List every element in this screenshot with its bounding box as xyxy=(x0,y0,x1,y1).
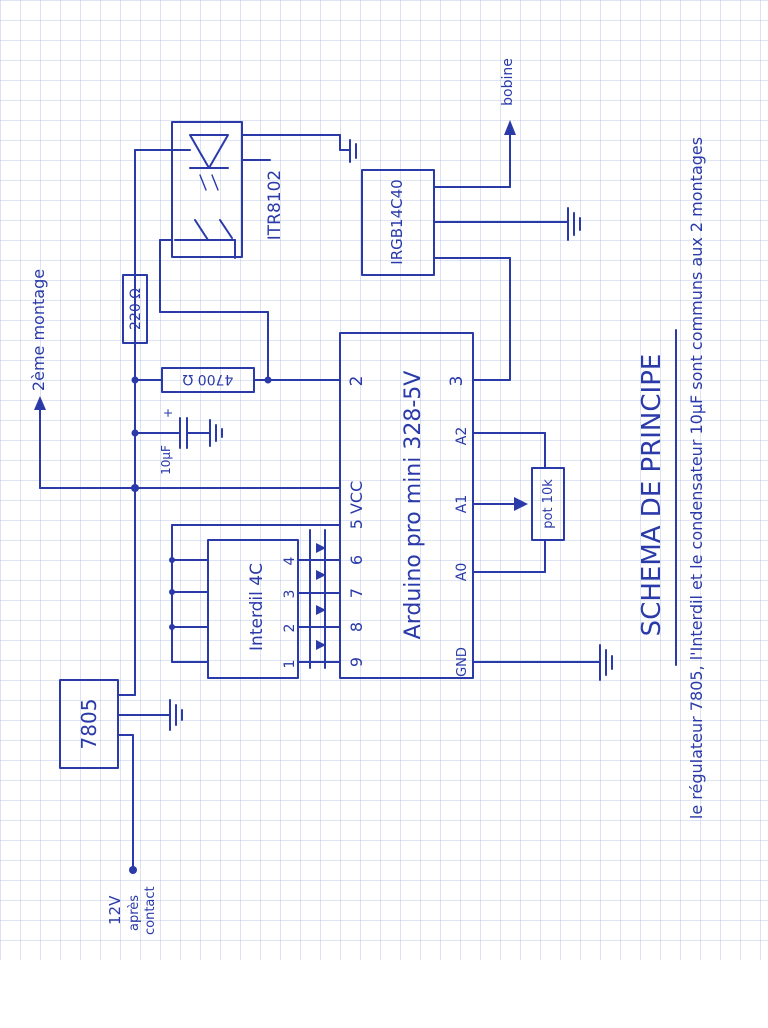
interdil-pin-4: 4 xyxy=(282,556,298,565)
optocoupler-block xyxy=(122,121,357,381)
schematic-title: SCHEMA DE PRINCIPE xyxy=(637,354,667,637)
pot-label: pot 10k xyxy=(541,479,556,529)
arduino-block xyxy=(34,332,613,681)
capacitor-and-r4700 xyxy=(131,269,341,449)
regulator-7805 xyxy=(59,679,119,769)
itr8102-box xyxy=(171,121,243,258)
r4700-label: 4700 Ω xyxy=(182,371,233,387)
supply-line-3: contact xyxy=(143,886,158,935)
arduino-pin-a1: A1 xyxy=(454,495,470,513)
arduino-pin-9: 9 xyxy=(347,657,366,667)
arduino-pin-5vcc: 5 VCC xyxy=(347,481,366,530)
interdil-pin-1: 1 xyxy=(282,660,298,669)
r220-label: 220 Ω xyxy=(128,288,144,330)
arduino-pin-7: 7 xyxy=(347,588,366,598)
supply-line-1: 12V xyxy=(106,895,124,925)
arduino-pin-3: 3 xyxy=(447,376,467,387)
arduino-pin-8: 8 xyxy=(347,622,366,632)
arduino-pin-6: 6 xyxy=(347,555,366,565)
arduino-pin-gnd: GND xyxy=(455,647,470,677)
supply-line-2: après xyxy=(127,895,142,931)
capacitor-plus-label: + xyxy=(161,408,175,418)
capacitor-label: 10µF xyxy=(159,445,173,475)
optocoupler-label: ITR8102 xyxy=(265,170,285,240)
interdil-4c-box xyxy=(207,539,299,679)
supply-label: 12V après contact xyxy=(106,886,158,935)
arduino-pin-a2: A2 xyxy=(454,427,470,445)
arduino-pin-a0: A0 xyxy=(454,563,470,581)
interdil-pin-2: 2 xyxy=(282,624,298,633)
second-montage-label: 2ème montage xyxy=(29,269,48,391)
irgb-block xyxy=(361,120,581,381)
schematic-note: le régulateur 7805, l'Interdil et le con… xyxy=(687,137,706,819)
arduino-label: Arduino pro mini 328-5V xyxy=(401,371,426,640)
pot-10k-box xyxy=(531,467,565,541)
interdil-label: Interdil 4C xyxy=(247,563,267,651)
bobine-label: bobine xyxy=(500,58,516,106)
regulator-label: 7805 xyxy=(77,699,101,750)
interdil-pin-3: 3 xyxy=(282,590,298,599)
arduino-pin-2: 2 xyxy=(347,376,367,387)
interdil-wiring xyxy=(169,524,341,679)
arduino-pro-mini-box xyxy=(339,332,474,679)
graph-paper-grid xyxy=(0,0,768,960)
irgb-label: IRGB14C40 xyxy=(388,179,406,264)
